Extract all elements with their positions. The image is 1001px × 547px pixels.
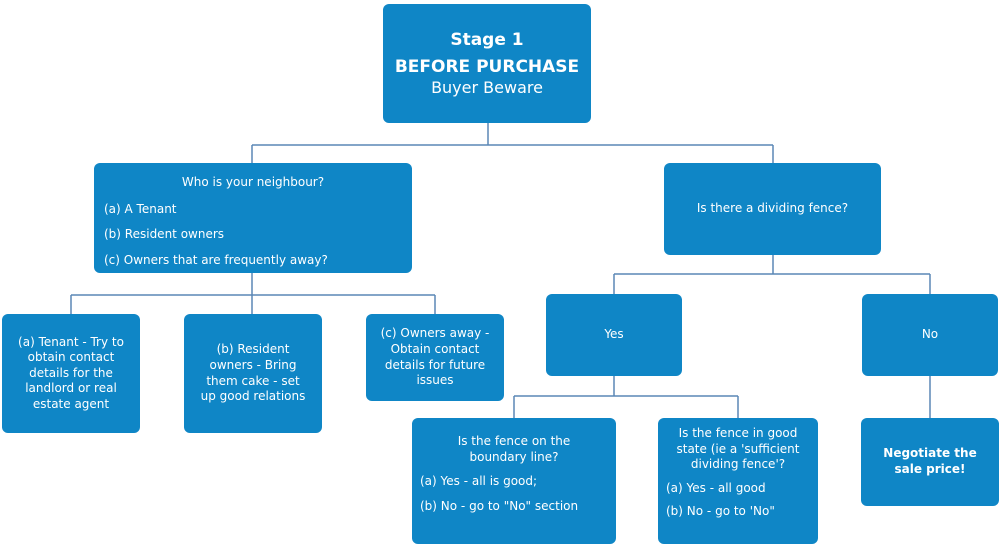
- no-box: No: [862, 294, 998, 376]
- advice-line: owners - Bring: [209, 357, 297, 372]
- advice-line: (b) Resident: [216, 342, 290, 357]
- neighbour-question: Who is your neighbour?: [181, 175, 325, 189]
- stage1-box: Stage 1 BEFORE PURCHASE Buyer Beware: [383, 4, 591, 123]
- stage-title: BEFORE PURCHASE: [394, 56, 580, 77]
- no-label: No: [921, 327, 939, 342]
- advice-line: up good relations: [200, 389, 306, 404]
- negotiate-line: sale price!: [894, 462, 966, 476]
- advice-line: estate agent: [32, 396, 110, 411]
- boundary-question-line: Is the fence on the: [457, 434, 571, 448]
- neighbour-option: (b) Resident owners: [104, 227, 225, 242]
- tenant-advice-box: (a) Tenant - Try to obtain contact detai…: [2, 314, 140, 433]
- advice-line: (a) Tenant - Try to: [18, 334, 124, 349]
- advice-line: obtain contact: [27, 350, 115, 365]
- good-state-question-line: dividing fence'?: [690, 457, 786, 472]
- away-advice-box: (c) Owners away - Obtain contact details…: [366, 314, 504, 401]
- boundary-option: (a) Yes - all is good;: [420, 474, 538, 489]
- advice-line: issues: [416, 373, 454, 388]
- stage-subtitle: Buyer Beware: [431, 77, 543, 97]
- boundary-option: (b) No - go to "No" section: [420, 498, 579, 513]
- negotiate-line: Negotiate the: [883, 446, 977, 461]
- fence-question-box: Is there a dividing fence?: [664, 163, 881, 255]
- advice-line: details for the: [29, 365, 113, 380]
- good-state-question-line: Is the fence in good: [678, 426, 798, 440]
- resident-advice-box: (b) Resident owners - Bring them cake - …: [184, 314, 322, 433]
- good-state-option: (b) No - go to 'No": [666, 504, 775, 519]
- good-state-question-box: Is the fence in good state (ie a 'suffic…: [658, 418, 818, 544]
- good-state-question-line: state (ie a 'sufficient: [676, 441, 800, 456]
- yes-box: Yes: [546, 294, 682, 376]
- good-state-option: (a) Yes - all good: [666, 480, 766, 495]
- neighbour-option: (c) Owners that are frequently away?: [104, 252, 328, 267]
- advice-line: Obtain contact: [390, 341, 480, 356]
- neighbour-option: (a) A Tenant: [104, 201, 177, 216]
- fence-question: Is there a dividing fence?: [696, 201, 849, 216]
- neighbour-question-box: Who is your neighbour? (a) A Tenant (b) …: [94, 163, 412, 273]
- boundary-question-line: boundary line?: [469, 449, 559, 464]
- boundary-question-box: Is the fence on the boundary line? (a) Y…: [412, 418, 616, 544]
- stage-label: Stage 1: [450, 29, 524, 50]
- negotiate-box: Negotiate the sale price!: [861, 418, 999, 506]
- advice-line: them cake - set: [206, 373, 300, 388]
- advice-line: details for future: [384, 357, 486, 372]
- yes-label: Yes: [604, 327, 624, 342]
- advice-line: landlord or real: [25, 381, 117, 396]
- advice-line: (c) Owners away -: [380, 326, 490, 341]
